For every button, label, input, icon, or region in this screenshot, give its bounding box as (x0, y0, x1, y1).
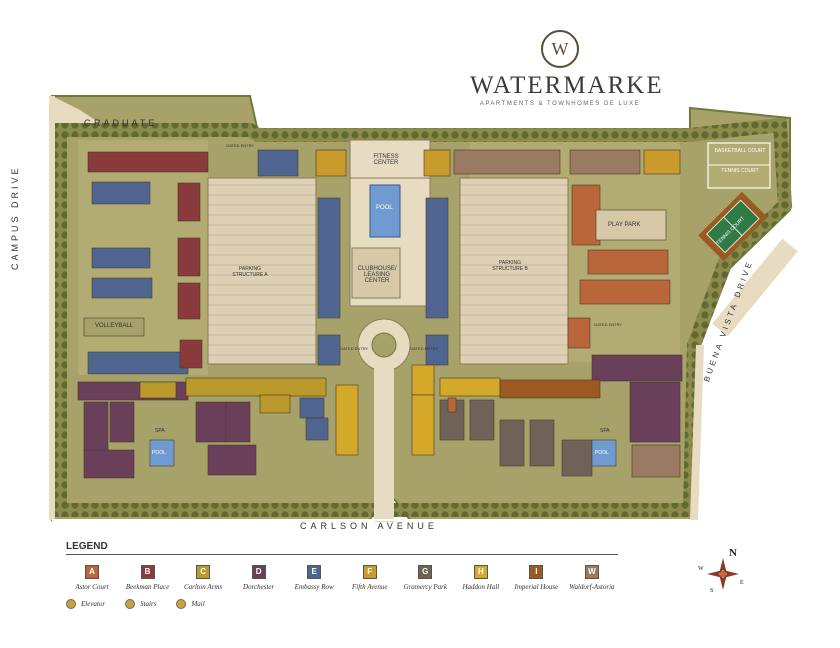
symbol-label: Stairs (140, 600, 157, 608)
spa-right-label: SPA (600, 428, 610, 434)
compass-w: W (698, 566, 704, 572)
legend-label: Imperial House (514, 583, 559, 591)
basketball-label: BASKETBALL COURT (714, 148, 766, 154)
legend-symbol: Stairs (125, 599, 156, 609)
symbol-marker-icon (125, 599, 136, 609)
legend-label: Embassy Row (294, 583, 334, 591)
legend-swatch: H (473, 565, 488, 579)
gated-entry-1: GATED ENTRY (226, 143, 255, 148)
legend-swatch: I (529, 565, 544, 579)
legend-symbol: Elevator (66, 599, 105, 609)
pool-label: POOL (376, 205, 393, 211)
symbol-label: Elevator (81, 600, 106, 608)
parking-a-label: PARKING STRUCTURE A (232, 266, 268, 278)
compass-s: S (710, 588, 713, 594)
legend-item: W Waldorf-Astoria (566, 565, 618, 591)
legend-swatch: G (418, 565, 433, 579)
legend-label: Fifth Avenue (352, 583, 388, 591)
legend-symbols: Elevator Stairs Mail (66, 599, 618, 609)
buildings-right (423, 149, 683, 382)
legend-label: Beekman Place (125, 583, 170, 591)
legend-item: I Imperial House (510, 565, 562, 591)
gated-entry-3: GATED ENTRY (410, 346, 439, 351)
legend-label: Carlton Arms (184, 583, 223, 591)
legend-swatch: F (362, 565, 377, 579)
legend-item: A Astor Court (66, 565, 118, 591)
legend-symbol: Mail (176, 599, 205, 609)
legend-swatch: C (196, 565, 211, 579)
spa-left-label: SPA (155, 428, 165, 434)
legend: LEGEND A Astor Court B Beekman Place C Carlto… (66, 541, 618, 609)
legend-item: G Gramercy Park (399, 565, 451, 591)
legend-item: C Carlton Arms (177, 565, 229, 591)
compass-e: E (740, 580, 744, 586)
clubhouse-label: CLUBHOUSE/ LEASING CENTER (357, 266, 397, 284)
legend-swatch: D (251, 565, 266, 579)
gated-entry-2: GATED ENTRY (340, 346, 369, 351)
buildings-bottom-left (77, 377, 359, 479)
symbol-marker-icon (176, 599, 187, 609)
legend-item: D Dorchester (233, 565, 285, 591)
legend-label: Astor Court (75, 583, 109, 591)
tennis-top-label: TENNIS COURT (721, 168, 759, 174)
buildings-left (83, 149, 347, 375)
buildings-bottom-right (411, 364, 681, 478)
parking-b-label: PARKING STRUCTURE B (492, 260, 528, 272)
compass-rose-icon: N W E S (698, 548, 744, 594)
legend-swatch: B (140, 565, 155, 579)
brand-name: WATERMARKE (470, 72, 664, 99)
brand-tagline: APARTMENTS & TOWNHOMES DE LUXE (479, 101, 641, 107)
pool-right-label: POOL (595, 450, 609, 456)
street-graduate: GRADUATE (84, 118, 158, 128)
monogram-crest: W (541, 30, 579, 68)
legend-item: E Embassy Row (288, 565, 340, 591)
fitness-center-label: FITNESS CENTER (373, 154, 399, 166)
symbol-label: Mail (191, 600, 205, 608)
volleyball-label: VOLLEYBALL (95, 323, 134, 329)
legend-item: H Haddon Hall (455, 565, 507, 591)
legend-label: Gramercy Park (403, 583, 448, 591)
street-campus: CAMPUS DRIVE (10, 165, 20, 270)
legend-item: B Beekman Place (122, 565, 174, 591)
legend-label: Haddon Hall (462, 583, 500, 591)
pool-left-label: POOL (152, 450, 166, 456)
legend-swatch: W (584, 565, 599, 579)
compass-n: N (729, 548, 737, 559)
street-carlson: CARLSON AVENUE (300, 521, 438, 531)
symbol-marker-icon (66, 599, 76, 609)
legend-items: A Astor Court B Beekman Place C Carlton Arms D… (66, 565, 618, 591)
gated-entry-4: GATED ENTRY (594, 322, 623, 327)
play-park-label: PLAY PARK (608, 222, 641, 228)
legend-swatch: E (307, 565, 322, 579)
legend-label: Waldorf-Astoria (569, 583, 615, 591)
legend-item: F Fifth Avenue (344, 565, 396, 591)
legend-swatch: A (85, 565, 99, 579)
legend-title: LEGEND (66, 541, 618, 555)
brand-logo: W WATERMARKE APARTMENTS & TOWNHOMES DE L… (470, 30, 664, 107)
legend-label: Dorchester (243, 583, 275, 591)
